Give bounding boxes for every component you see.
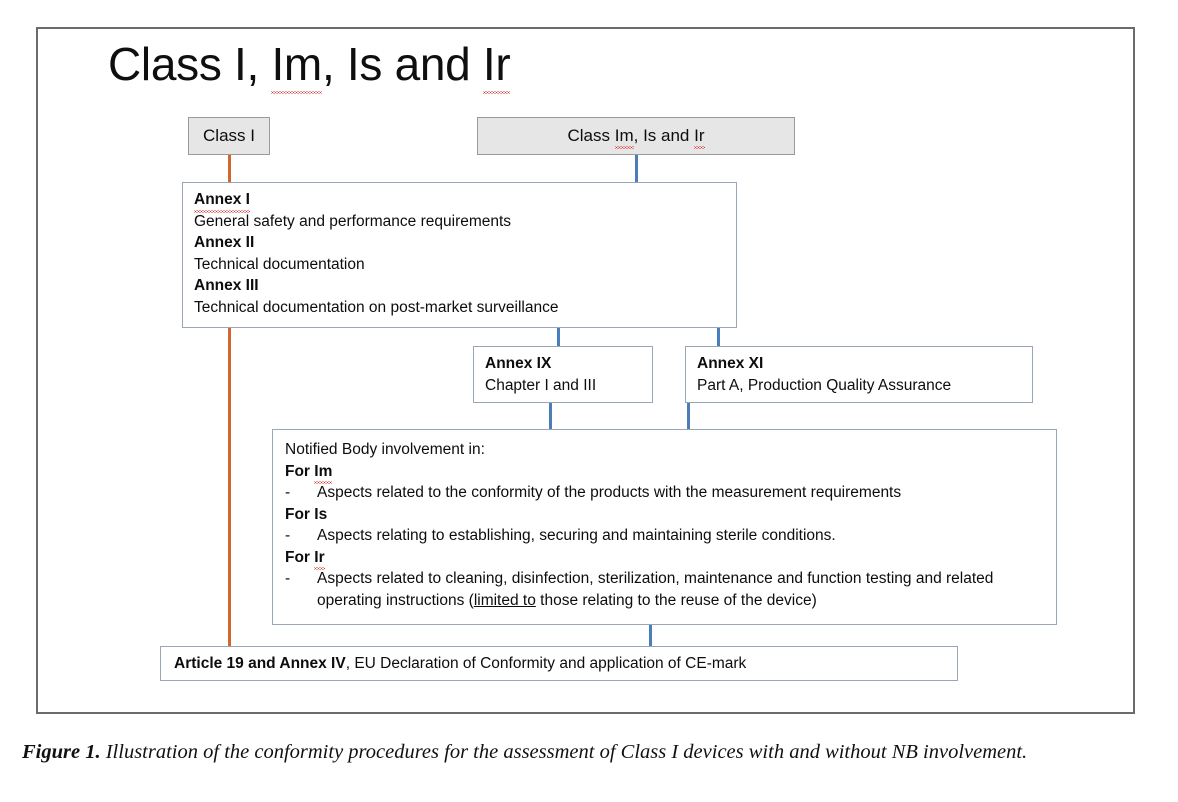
list-item-text-after: those relating to the reuse of the devic…	[535, 591, 817, 609]
list-item-text: Aspects related to cleaning, disinfectio…	[317, 568, 1044, 611]
node-article-19[interactable]: Article 19 and Annex IV, EU Declaration …	[160, 646, 958, 681]
title-segment-1: Class I,	[108, 38, 272, 90]
node-class-im-is-ir-label: Class Im, Is and Ir	[567, 125, 705, 149]
notified-body-item-ir-1: - Aspects related to cleaning, disinfect…	[285, 568, 1044, 611]
list-indent-spacer	[298, 568, 317, 611]
connector-class-i-to-annexes	[228, 155, 231, 182]
notified-body-heading-im: For Im	[285, 461, 1044, 484]
class-label-segment-1: Class	[567, 126, 615, 146]
list-indent-spacer	[298, 525, 317, 547]
connector-class-im-to-annexes	[635, 155, 638, 182]
list-dash: -	[285, 570, 291, 587]
node-annexes[interactable]: Annex I General safety and performance r…	[182, 182, 737, 328]
figure-caption: Figure 1. Illustration of the conformity…	[22, 737, 1150, 767]
notified-body-item-is-1: - Aspects relating to establishing, secu…	[285, 525, 1044, 547]
notified-body-heading-is: For Is	[285, 505, 328, 523]
title-segment-4-misspelled: Ir	[482, 38, 511, 94]
article-19-bold-part: Article 19 and Annex IV	[174, 655, 346, 672]
article-19-rest: , EU Declaration of Conformity and appli…	[345, 655, 747, 672]
annex-i-body: General safety and performance requireme…	[194, 212, 512, 230]
diagram-title: Class I, Im, Is and Ir	[108, 36, 511, 94]
annex-iii-body: Technical documentation on post-market s…	[194, 298, 559, 316]
list-dash: -	[285, 484, 291, 501]
list-item-text: Aspects related to the conformity of the…	[317, 484, 902, 501]
connector-annexes-to-annex-ix	[557, 328, 560, 346]
annex-i-heading: Annex I	[194, 189, 727, 212]
annex-ii-body: Technical documentation	[194, 255, 365, 273]
node-class-i[interactable]: Class I	[188, 117, 270, 155]
node-class-im-is-ir[interactable]: Class Im, Is and Ir	[477, 117, 795, 155]
connector-annexes-to-annex-xi	[717, 328, 720, 346]
notified-body-heading-ir: For Ir	[285, 547, 1044, 570]
list-indent-spacer	[298, 482, 317, 504]
annex-xi-body: Part A, Production Quality Assurance	[697, 376, 952, 394]
annex-iii-heading: Annex III	[194, 277, 259, 294]
annex-xi-heading: Annex XI	[697, 355, 764, 372]
list-item-text-before: Aspects related to cleaning, disinfectio…	[317, 570, 994, 609]
list-item-text: Aspects relating to establishing, securi…	[317, 527, 836, 544]
list-item-text-underlined: limited to	[473, 591, 536, 609]
node-annex-xi[interactable]: Annex XI Part A, Production Quality Assu…	[685, 346, 1033, 403]
figure-caption-label: Figure 1.	[22, 741, 101, 763]
title-segment-3: , Is and	[321, 38, 483, 90]
connector-annex-xi-to-notified-body	[687, 403, 690, 429]
class-label-segment-2-misspelled: Im	[614, 126, 634, 149]
annex-ix-heading: Annex IX	[485, 355, 552, 372]
node-notified-body[interactable]: Notified Body involvement in: For Im - A…	[272, 429, 1057, 625]
node-class-i-label: Class I	[203, 126, 255, 146]
notified-body-intro: Notified Body involvement in:	[285, 441, 485, 458]
annex-ii-heading: Annex II	[194, 234, 255, 251]
connector-annexes-to-article19	[228, 328, 231, 646]
title-segment-2-misspelled: Im	[271, 38, 322, 94]
class-label-segment-3: , Is and	[633, 126, 695, 146]
notified-body-item-im-1: - Aspects related to the conformity of t…	[285, 482, 1044, 504]
node-annex-ix[interactable]: Annex IX Chapter I and III	[473, 346, 653, 403]
list-dash: -	[285, 527, 291, 544]
annex-ix-body: Chapter I and III	[485, 376, 597, 394]
connector-notified-body-to-article19	[649, 625, 652, 646]
connector-annex-ix-to-notified-body	[549, 403, 552, 429]
figure-caption-text: Illustration of the conformity procedure…	[100, 741, 1028, 763]
class-label-segment-4-misspelled: Ir	[694, 126, 705, 149]
